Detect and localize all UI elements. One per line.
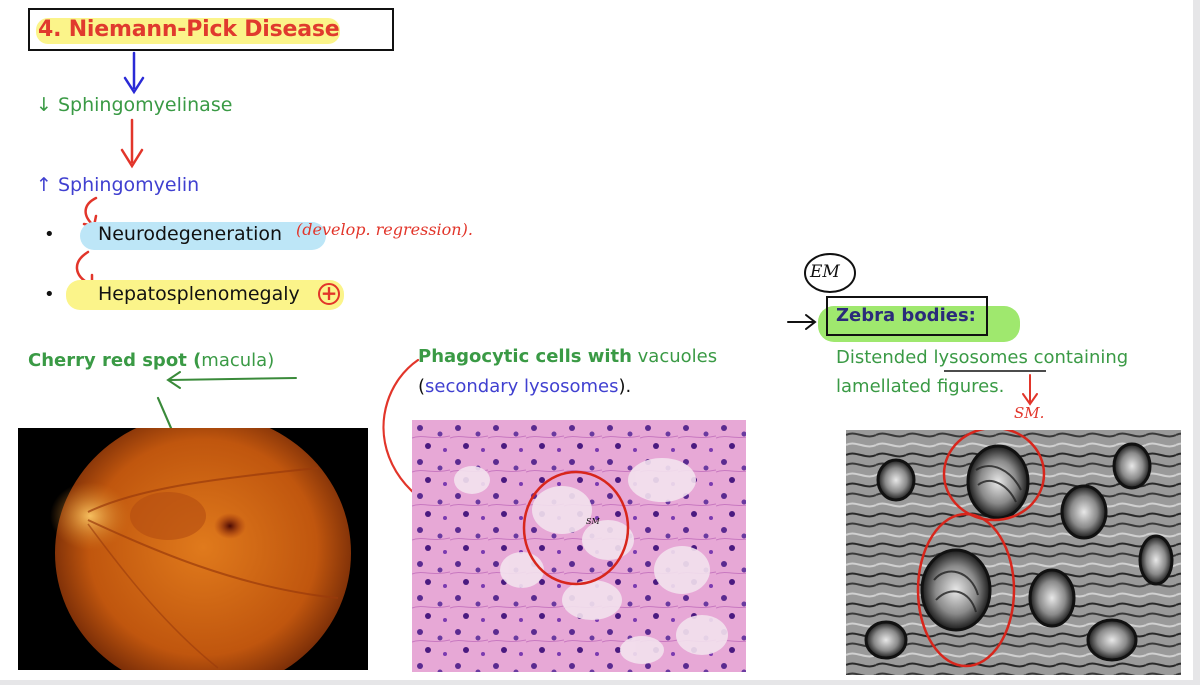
blue-down-arrow — [123, 51, 145, 95]
em-circle — [804, 253, 856, 293]
histology-sm-label: SM — [586, 517, 600, 526]
containing: containing — [1027, 347, 1129, 368]
red-down-arrow — [120, 118, 144, 169]
cherry-macula: macula — [201, 350, 268, 371]
cherry-bold: Cherry red spot — [28, 350, 187, 371]
green-left-arrow — [166, 371, 297, 389]
page-title: 4. Niemann-Pick Disease — [38, 17, 340, 42]
cherry-paren-open: ( — [186, 350, 202, 371]
cherry-paren-close: ) — [267, 350, 275, 371]
paren-close: ). — [618, 376, 632, 397]
red-small-down-arrow — [1022, 374, 1038, 406]
title-highlight — [36, 18, 340, 44]
develop-regression-note: (develop. regression). — [296, 220, 473, 239]
em-image — [846, 430, 1181, 675]
paren-open: ( — [418, 376, 426, 397]
cherry-red-spot-heading: Cherry red spot (macula) — [28, 350, 274, 371]
histology-image: SM — [412, 420, 746, 672]
bullet-dot: • — [44, 284, 55, 305]
phagocytic-line2: (secondary lysosomes). — [418, 376, 631, 397]
secondary-lysosomes: secondary lysosomes — [425, 376, 619, 397]
sm-note: SM. — [1014, 404, 1045, 422]
em-label: EM — [810, 262, 840, 282]
zebra-bodies-heading: Zebra bodies: — [836, 305, 976, 326]
bullet-dot: • — [44, 224, 55, 245]
distended: Distended — [836, 347, 934, 368]
plus-badge-icon: + — [318, 283, 340, 305]
em-circle-bottom — [916, 512, 1016, 668]
phagocytic-vacuoles: vacuoles — [631, 346, 718, 367]
phagocytic-line1: Phagocytic cells with vacuoles — [418, 346, 717, 367]
phagocytic-bold: Phagocytic cells with — [418, 346, 632, 367]
substrate-text: ↑ Sphingomyelin — [36, 174, 200, 196]
histology-circle — [522, 470, 630, 586]
em-line2: lamellated figures. — [836, 376, 1005, 397]
enzyme-text: ↓ Sphingomyelinase — [36, 94, 233, 116]
lysosomes: lysosomes — [933, 347, 1028, 368]
black-right-arrow — [787, 314, 817, 330]
highlight-neuro — [80, 222, 326, 250]
zebra-box — [826, 296, 988, 336]
highlight-hepato — [66, 280, 344, 310]
bullet-neurodegeneration: Neurodegeneration — [98, 223, 283, 245]
bullet-hepatosplenomegaly: Hepatosplenomegaly — [98, 283, 300, 305]
em-line1: Distended lysosomes containing — [836, 347, 1128, 368]
fundus-image — [18, 428, 368, 670]
em-circle-top — [942, 430, 1046, 522]
